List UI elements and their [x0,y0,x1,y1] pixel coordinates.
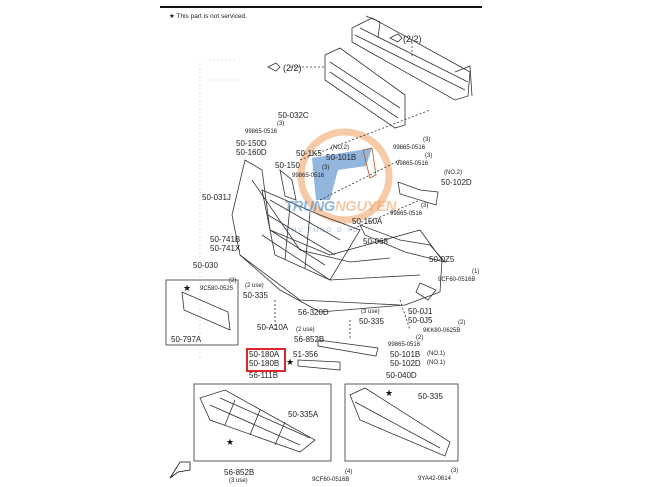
qty-label: (2 use) [245,283,264,289]
part-label[interactable]: 50-031J [202,193,231,202]
qty-label: (2) [458,320,466,326]
part-label[interactable]: 56-852B [294,335,325,344]
part-label-highlighted[interactable]: 50-180B [249,359,280,368]
part-label[interactable]: 50-102D [441,178,472,187]
qty-label: (3 use) [361,309,380,315]
air-deflector [349,387,451,457]
qty-label: (2) [229,278,237,284]
part-label[interactable]: 51-356 [293,350,318,359]
qty-label: (3) [322,165,330,171]
part-label[interactable]: 50-101B [326,153,357,162]
part-label[interactable]: 99865-0516 [292,173,325,179]
watermark-brand-b: NGUYEN [334,198,397,215]
part-label[interactable]: 50-335A [288,410,319,419]
part-label[interactable]: 9YA42-0614 [418,476,451,482]
part-label[interactable]: 50-335 [418,392,443,401]
qty-label: (NO.1) [427,351,445,357]
part-label[interactable]: 50-040D [386,371,417,380]
under-cover-box [193,383,332,462]
bumper-reinforcement-front [324,47,406,129]
part-label[interactable]: 9C580-0525 [200,286,234,292]
part-label[interactable]: 50-797A [171,335,202,344]
star-icon: ★ [286,357,295,367]
part-label[interactable]: 56-111B [249,371,279,380]
part-label[interactable]: 99865-0516 [245,129,278,135]
part-label-highlighted[interactable]: 50-180A [249,350,280,359]
part-label[interactable]: 50-150 [275,161,300,170]
part-label[interactable]: 9CF60-0516B [312,477,350,483]
bracket-50-101B [362,147,377,179]
part-label[interactable]: 50-102D [390,359,421,368]
part-label[interactable]: 50-150D [236,139,267,148]
qty-label: (2 use) [296,327,315,333]
qty-label: (3) [451,468,459,474]
qty-label: (3) [425,153,433,159]
watermark-tagline: PHỤ TÙNG Ô TÔ [286,228,360,234]
part-label[interactable]: 50-741B [210,235,241,244]
watermark-text: TRUNGNGUYEN [284,198,397,215]
part-label[interactable]: 99865-0516 [388,342,421,348]
part-label[interactable]: 50-030 [193,261,218,270]
part-label[interactable]: 99865-0516 [393,145,426,151]
ref-label[interactable]: (2/2) [283,63,302,73]
part-label[interactable]: 50-0J1 [408,307,433,316]
qty-label: (NO.1) [427,360,445,366]
part-label[interactable]: 50-0J5 [408,316,433,325]
qty-label: (3 use) [229,478,248,484]
qty-label: (2) [416,335,424,341]
bumper-reinforcement-rear [351,15,473,101]
part-label[interactable]: 50-032C [278,111,309,120]
front-direction-arrow [169,461,191,479]
qty-label: (NO.2) [444,170,462,176]
qty-label: (3) [423,137,431,143]
star-icon: ★ [183,283,192,293]
part-label[interactable]: 50-101B [390,350,421,359]
watermark-logo [297,128,393,224]
star-icon: ★ [385,388,394,398]
qty-label: (4) [345,469,353,475]
part-label[interactable]: 50-1K5 [296,149,322,158]
lower-grille-strip [317,339,379,357]
bracket-50-102D [397,181,439,206]
license-plate-bracket [181,291,231,331]
watermark-brand-a: TRUNG [284,198,335,215]
part-label[interactable]: 99865-0516 [390,211,423,217]
part-label[interactable]: 50-160D [236,148,267,157]
qty-label: (1) [472,269,480,275]
note-text: This part is not serviced. [176,13,247,20]
part-label[interactable]: 50-A10A [257,323,289,332]
license-plate-box [165,279,239,346]
part-label[interactable]: 56-852B [224,468,255,477]
part-label[interactable]: 50-335 [243,291,268,300]
part-label[interactable]: 99865-0516 [396,161,429,167]
bracket-50-150A [359,224,447,263]
not-serviced-note: ★ This part is not serviced. [169,12,247,20]
part-label[interactable]: 50-335 [359,317,384,326]
deflector-box [344,383,459,462]
hand-pointer-icon [267,62,281,72]
part-label[interactable]: 56-320D [298,308,329,317]
highlighted-part-box [246,348,286,372]
part-label[interactable]: 9KK80-0625B [423,328,461,334]
part-label[interactable]: 50-068 [363,237,388,246]
star-icon: ★ [226,437,235,447]
hand-pointer-icon [389,33,403,43]
part-label[interactable]: 50-150A [352,217,383,226]
qty-label: (3) [277,121,285,127]
qty-label: (NO.2) [331,145,349,151]
qty-label: (3) [421,203,429,209]
ref-label[interactable]: (2/2) [403,34,422,44]
part-label[interactable]: 9CF60-0516B [438,277,476,283]
under-cover-mesh [199,389,316,453]
front-grille [261,189,361,281]
star-icon: ★ [169,13,175,20]
part-label[interactable]: 50-0Z5 [429,255,455,264]
part-label[interactable]: 50-741X [210,244,241,253]
